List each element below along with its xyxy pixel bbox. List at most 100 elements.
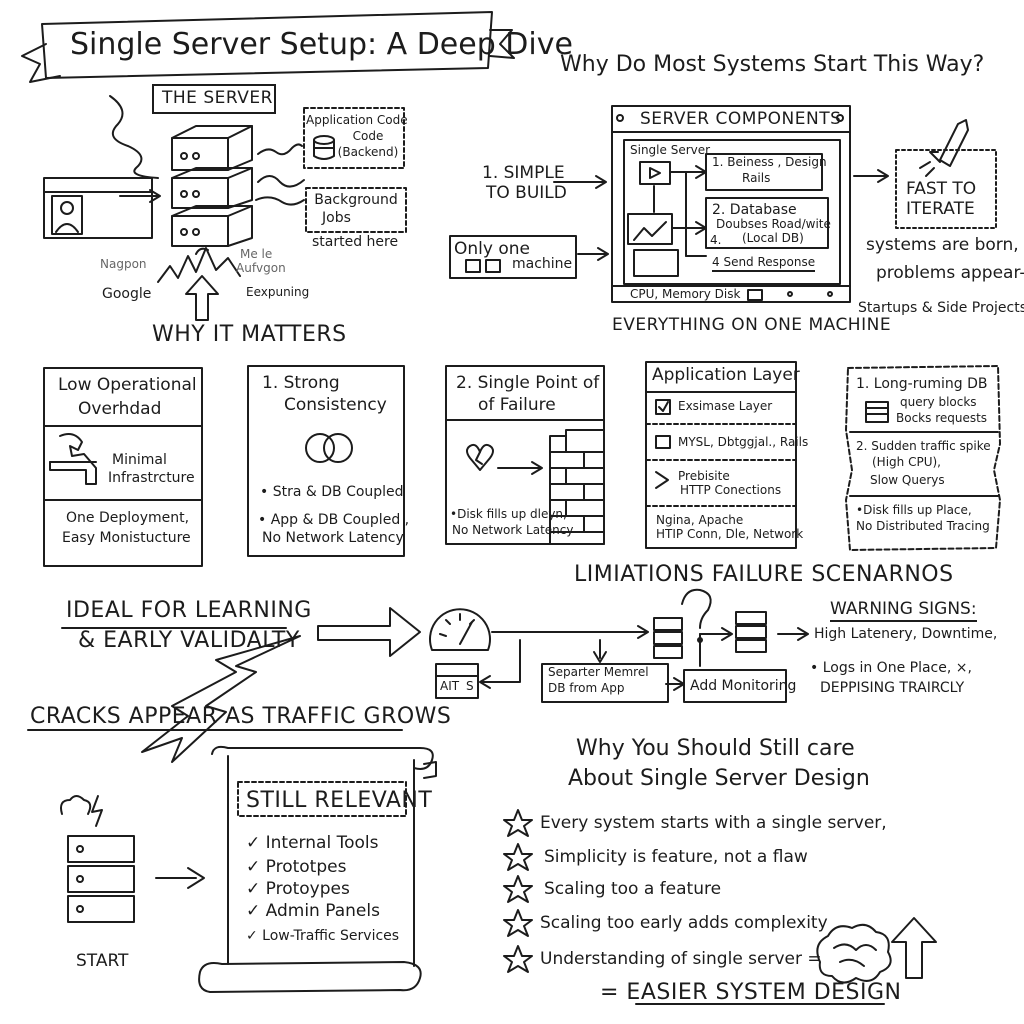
consistency-line1: 1. Strong [262,373,340,393]
layers-line1: Exsimase Layer [678,399,773,413]
brain-icon [816,923,892,984]
layers-line4: HTTP Conections [680,483,782,497]
components-caption: EVERYTHING ON ONE MACHINE [612,315,892,335]
cracks-heading: CRACKS APPEAR AS TRAFFIC GROWS [30,704,452,729]
layers-title: Application Layer [652,365,800,385]
why-start-heading: Why Do Most Systems Start This Way? [560,52,985,77]
started-here: started here [312,234,399,250]
scribble-right-1: Me le [240,247,273,261]
warning-title: WARNING SIGNS: [830,599,977,622]
app-code-line3: (Backend) [337,145,399,159]
consistency-line3: • Stra & DB Coupled [260,484,404,500]
page-title: Single Server Setup: A Deep Dive [70,27,573,62]
failure-line1: 2. Single Point of [456,373,600,393]
layers-line3: Prebisite [678,469,730,483]
browser-window-icon [43,177,153,239]
app-code-line1: Application Code [306,113,408,127]
scenario-line3: Bocks requests [896,411,988,425]
scenario-line8: No Distributed Tracing [856,519,990,533]
server-label-box [152,84,276,114]
overhead-line6: Easy Monistucture [62,530,191,546]
ideal-line1: IDEAL FOR LEARNING [66,598,312,623]
care-item-2: Simplicity is feature, not a flaw [544,847,808,867]
layers-line5: Ngina, Apache [656,513,744,527]
star-bullets [503,809,533,973]
relevant-title: STILL RELEVANT [246,788,433,813]
fast-line2: ITERATE [906,199,975,219]
step2-line1: 2. Database [712,202,797,218]
step2-line2: Doubses Road/wite [716,217,831,231]
problems-appear: problems appear- [876,263,1024,283]
warning-line3: DEPPISING TRAIRCLY [820,680,965,696]
rocket-icon [919,119,969,177]
bg-jobs-line2: Jobs [322,210,351,226]
care-item-5: Understanding of single server = [540,949,822,969]
failure-line4: No Network Latency [452,523,574,537]
consistency-line4: • App & DB Coupled , [258,512,410,528]
care-title-2: About Single Server Design [568,766,870,791]
separate-line1: Separter Memrel [548,665,649,679]
care-title-1: Why You Should Still care [576,736,855,761]
wrench-pipe-icon [49,433,97,485]
dashboard-s: S [466,679,474,693]
server-small-icon [735,611,767,653]
server-start-icon [60,795,135,923]
relevant-item-3: ✓ Protoypes [246,879,350,899]
relevant-item-4: ✓ Admin Panels [246,901,380,921]
step1-line2: Rails [742,171,771,185]
consistency-line5: No Network Latency [262,530,404,546]
layers-line6: HTIP Conn, Dle, Network [656,527,804,541]
overhead-line1: Low Operational [58,375,197,395]
warning-line1: High Latenery, Downtime, [814,626,998,642]
simple-line2: TO BUILD [486,183,567,203]
monitoring-label: Add Monitoring [690,678,797,694]
server-question-icon [653,588,712,659]
step1-line1: 1. Beiness , Design [712,155,827,169]
one-machine-prefix: Only one [454,239,530,259]
start-label: START [76,951,129,971]
relevant-item-5: ✓ Low-Traffic Services [246,928,400,944]
components-footer: CPU, Memory Disk [630,287,741,301]
server-label: THE SERVER [162,88,273,108]
scenario-line6: Slow Querys [870,473,945,487]
care-item-1: Every system starts with a single server… [540,813,887,833]
overhead-line5: One Deployment, [66,510,190,526]
scenario-line1: 1. Long-ruming DB [856,376,988,392]
care-item-4: Scaling too early adds complexity [540,913,828,933]
warning-line2: • Logs in One Place, ×, [810,660,972,676]
why-matters-heading: WHY IT MATTERS [152,322,347,347]
expanding-label: Eexpuning [246,285,310,299]
scribble-left: Nagpon [100,257,147,271]
systems-born: systems are born, [866,235,1019,255]
relevant-item-1: ✓ Internal Tools [246,833,379,853]
separate-line2: DB from App [548,681,625,695]
overhead-line3: Minimal [112,452,167,468]
speedometer-icon [429,608,491,651]
scroll-frame [198,745,437,993]
step4-label: 4 Send Response [712,255,816,272]
dashboard-label: AIT [440,679,460,693]
care-final: = EASIER SYSTEM DESIGN [600,980,902,1005]
app-code-line2: Code [352,129,384,143]
relevant-item-2: ✓ Prototpes [246,857,347,877]
limitations-heading: LIMIATIONS FAILURE SCENARNOS [574,562,954,587]
fast-line1: FAST TO [906,179,977,199]
consistency-line2: Consistency [284,395,387,415]
startups-label: Startups & Side Projects [858,300,1024,316]
ideal-line2: & EARLY VALIDALTY [78,628,300,653]
simple-line1: 1. SIMPLE [482,163,565,183]
step4-number: 4. [710,233,722,247]
scenario-line2: query blocks [900,395,977,409]
one-machine-label: machine [512,256,573,272]
scenario-line4: 2. Sudden traffic spike [856,439,991,453]
care-item-3: Scaling too a feature [544,879,722,899]
failure-line2: of Failure [478,395,556,415]
scenario-line5: (High CPU), [872,455,941,469]
google-label: Google [102,286,152,302]
bg-jobs-line1: Background [314,192,398,208]
server-stack-icon [171,125,253,247]
layers-line2: MYSL, Dbtggjal., Rails [678,435,809,449]
step2-line3: (Local DB) [742,231,804,245]
failure-line3: •Disk fills up dleyn, [450,507,567,521]
